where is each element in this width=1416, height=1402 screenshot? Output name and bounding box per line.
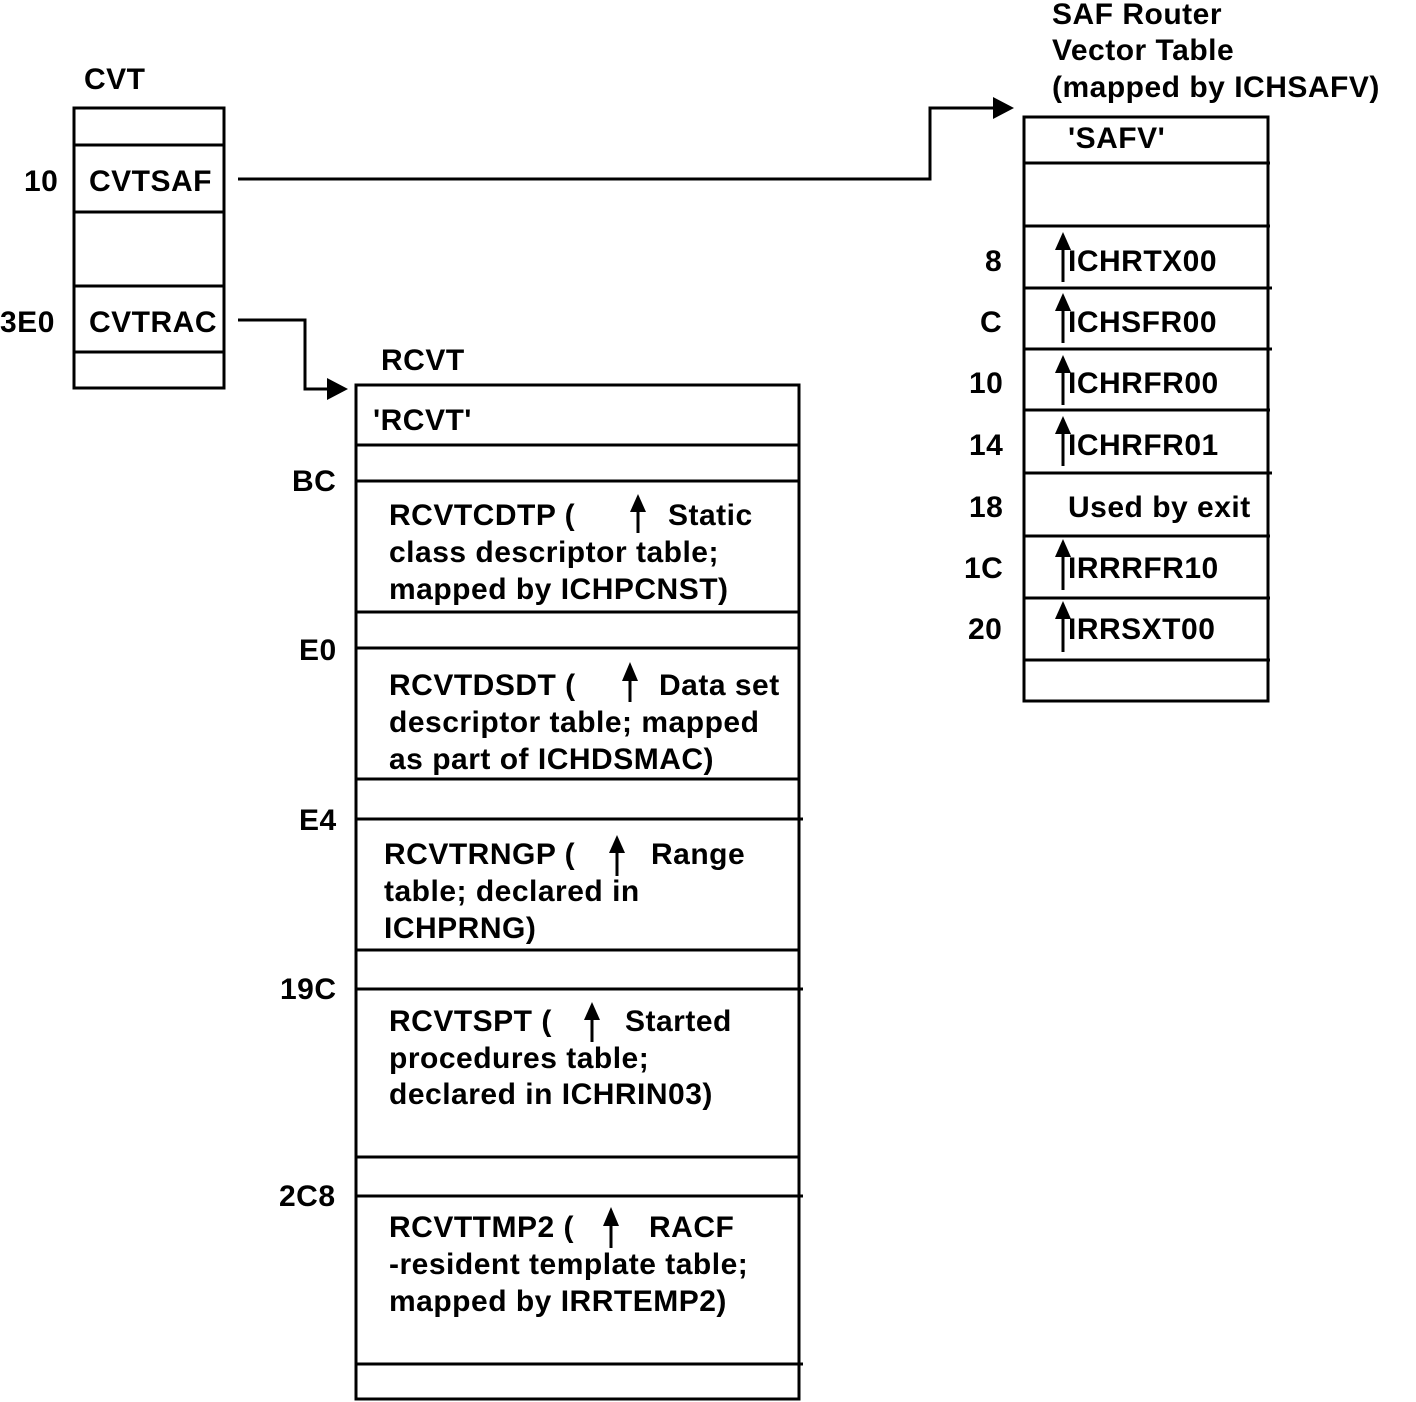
rcvt-block: RCVT 'RCVT' BC E0 E4 19C 2C8 RCVTCDTP ( … xyxy=(279,344,803,1401)
rcvt-entry-rngp: RCVTRNGP ( Range table; declared in ICHP… xyxy=(384,835,745,945)
entry-description: Static xyxy=(668,499,753,532)
safv-entry-irrrfr10: IRRRFR10 xyxy=(1055,539,1219,590)
entry-field-name: RCVTCDTP ( xyxy=(389,499,575,532)
entry-description: RACF xyxy=(649,1211,734,1244)
entry-description: mapped by IRRTEMP2) xyxy=(389,1285,727,1318)
pointer-up-icon xyxy=(622,662,638,702)
safv-offset: 8 xyxy=(985,245,1002,278)
rcvt-box xyxy=(354,383,801,1401)
pointer-up-icon xyxy=(1055,232,1071,282)
pointer-up-icon xyxy=(1055,416,1071,466)
safv-field: ICHRFR00 xyxy=(1068,367,1219,400)
safv-entry-exit: Used by exit xyxy=(1068,491,1251,524)
safv-offset: C xyxy=(980,306,1002,339)
pointer-up-icon xyxy=(603,1207,619,1248)
safv-field: Used by exit xyxy=(1068,491,1251,524)
entry-description: declared in ICHRIN03) xyxy=(389,1078,713,1111)
safv-offset: 18 xyxy=(969,491,1003,524)
safv-field: IRRSXT00 xyxy=(1068,613,1215,646)
rcvt-title: RCVT xyxy=(381,344,465,377)
arrow-head xyxy=(993,97,1014,119)
safv-field: IRRRFR10 xyxy=(1068,552,1219,585)
rcvt-entry-dsdt: RCVTDSDT ( Data set descriptor table; ma… xyxy=(389,662,780,776)
safv-field: ICHSFR00 xyxy=(1068,306,1217,339)
cvt-title: CVT xyxy=(84,63,146,96)
safv-title-line: Vector Table xyxy=(1052,34,1234,67)
safv-offset: 10 xyxy=(969,367,1003,400)
cvt-field-cvtsaf: CVTSAF xyxy=(89,165,212,198)
rcvt-entry-spt: RCVTSPT ( Started procedures table; decl… xyxy=(389,1002,732,1111)
rcvt-offset-2c8: 2C8 xyxy=(279,1180,336,1213)
rcvt-offset-e0: E0 xyxy=(299,634,337,667)
rcvt-entry-tmp2: RCVTTMP2 ( RACF -resident template table… xyxy=(389,1207,748,1318)
safv-title-line: SAF Router xyxy=(1052,0,1222,31)
safv-entry-ichrtx00: ICHRTX00 xyxy=(1055,232,1217,282)
pointer-up-icon xyxy=(584,1002,600,1042)
entry-field-name: RCVTTMP2 ( xyxy=(389,1211,574,1244)
connector-cvtrac-to-rcvt xyxy=(238,318,348,400)
entry-field-name: RCVTSPT ( xyxy=(389,1005,552,1038)
entry-description: descriptor table; mapped xyxy=(389,706,759,739)
safv-field: ICHRTX00 xyxy=(1068,245,1217,278)
entry-description: Range xyxy=(651,838,745,871)
safv-field: ICHRFR01 xyxy=(1068,429,1219,462)
pointer-up-icon xyxy=(1055,539,1071,590)
arrow-head xyxy=(327,378,348,400)
safv-block: SAF Router Vector Table (mapped by ICHSA… xyxy=(964,0,1380,703)
entry-description: Started xyxy=(625,1005,732,1038)
cvt-field-cvtrac: CVTRAC xyxy=(89,306,217,339)
pointer-up-icon xyxy=(1055,601,1071,652)
rcvt-entry-cdtp: RCVTCDTP ( Static class descriptor table… xyxy=(389,494,753,606)
safv-eyecatcher: 'SAFV' xyxy=(1068,122,1165,155)
cvt-offset-3e0: 3E0 xyxy=(0,306,55,339)
rcvt-offset-19c: 19C xyxy=(280,973,337,1006)
entry-description: class descriptor table; xyxy=(389,536,719,569)
safv-offset: 14 xyxy=(969,429,1003,462)
entry-description: mapped by ICHPCNST) xyxy=(389,573,729,606)
entry-field-name: RCVTDSDT ( xyxy=(389,669,576,702)
rcvt-offset-bc: BC xyxy=(292,465,336,498)
safv-entry-ichsfr00: ICHSFR00 xyxy=(1055,293,1217,343)
safv-entry-ichrfr00: ICHRFR00 xyxy=(1055,355,1219,405)
entry-description: table; declared in xyxy=(384,875,640,908)
pointer-up-icon xyxy=(609,835,625,876)
rcvt-offset-e4: E4 xyxy=(299,804,337,837)
entry-description: Data set xyxy=(659,669,780,702)
cvt-block: CVT 10 CVTSAF 3E0 CVTRAC xyxy=(0,63,226,390)
safv-entry-ichrfr01: ICHRFR01 xyxy=(1055,416,1219,466)
connector-cvtsaf-to-safv xyxy=(238,97,1014,181)
safv-entry-irrsxt00: IRRSXT00 xyxy=(1055,601,1215,652)
pointer-up-icon xyxy=(630,494,646,533)
entry-description: procedures table; xyxy=(389,1042,649,1075)
safv-offset: 1C xyxy=(964,552,1003,585)
safv-title-line: (mapped by ICHSAFV) xyxy=(1052,71,1380,104)
rcvt-eyecatcher: 'RCVT' xyxy=(373,404,472,437)
cvt-offset-10: 10 xyxy=(24,165,58,198)
safv-offset: 20 xyxy=(968,613,1002,646)
entry-description: as part of ICHDSMAC) xyxy=(389,743,714,776)
pointer-up-icon xyxy=(1055,293,1071,343)
entry-description: -resident template table; xyxy=(389,1248,748,1281)
entry-description: ICHPRNG) xyxy=(384,912,536,945)
pointer-up-icon xyxy=(1055,355,1071,405)
entry-field-name: RCVTRNGP ( xyxy=(384,838,575,871)
cvt-box xyxy=(72,106,226,390)
